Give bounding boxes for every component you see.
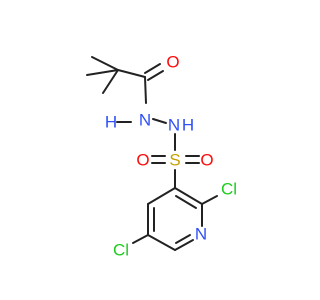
atom-hydrazide-hydrogen: H [105, 113, 117, 132]
atom-sulfur: S [169, 151, 180, 170]
atom-chlorine-left: Cl [113, 241, 129, 260]
bond-ring-c6-n [174, 239, 194, 251]
bond-ring-c3-c4 [147, 187, 176, 205]
bond-tbutyl-methyl-top [91, 56, 119, 71]
bond-tbutyl-carbonyl [117, 69, 146, 78]
molecule-structure: O H N N H O S O Cl Cl N [86, 53, 237, 260]
atom-hydrazide-nitrogen: N [139, 111, 151, 130]
bond-c2-cl [201, 195, 218, 205]
atom-chlorine-right: Cl [221, 180, 237, 199]
bond-carbonyl-nh [144, 76, 147, 104]
bond-n-n [152, 118, 167, 124]
bond-ring-c6-n-inner [175, 234, 191, 244]
atom-sulfonamide-nitrogen: N [168, 116, 180, 135]
bond-ring-c2-c3 [174, 187, 203, 205]
bond-carbonyl-double-a [144, 63, 161, 74]
atom-sulfonyl-oxygen-right: O [200, 151, 213, 170]
bond-ring-c2-c3-inner [175, 195, 197, 209]
bond-carbonyl-double-b [147, 70, 164, 81]
atom-pyridine-nitrogen: N [195, 225, 207, 244]
atom-carbonyl-oxygen: O [166, 53, 179, 72]
atom-sulfonamide-hydrogen: H [182, 116, 194, 135]
bond-c5-cl [132, 234, 149, 244]
molecule-diagram: O H N N H O S O Cl Cl N [86, 53, 237, 260]
bond-tbutyl-methyl-bottom [102, 69, 119, 94]
bond-ring-c5-c6 [147, 234, 176, 251]
bond-tbutyl-methyl-left [86, 69, 119, 76]
atom-sulfonyl-oxygen-left: O [136, 151, 149, 170]
